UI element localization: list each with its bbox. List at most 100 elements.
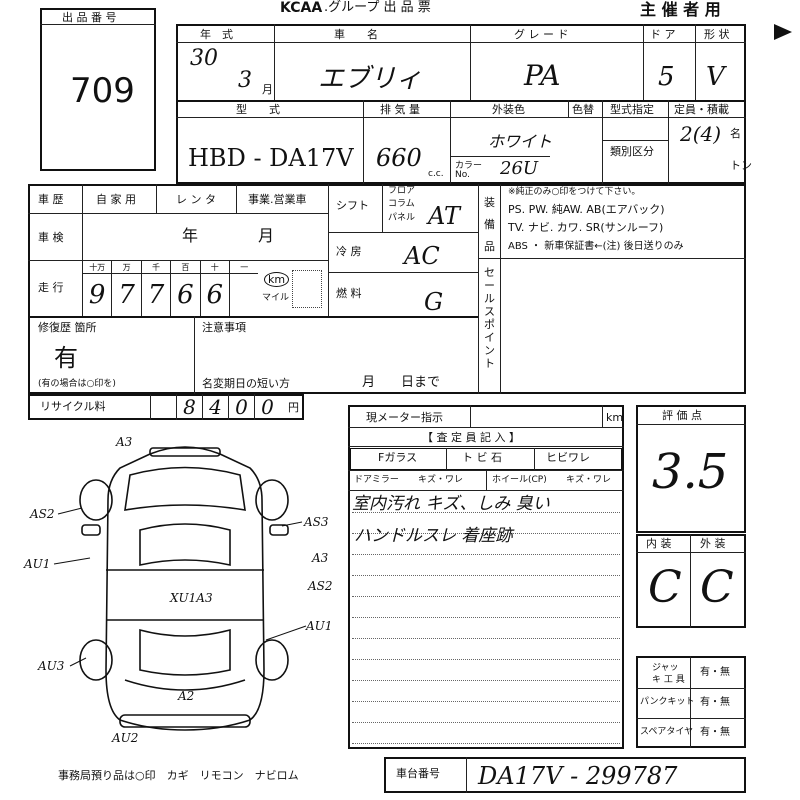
vehicle-info-grid — [176, 24, 746, 184]
brand-logo: KCAA — [280, 0, 323, 16]
equipment-note: ※純正のみ○印をつけて下さい。 — [508, 187, 641, 197]
month-unit: 月 — [262, 83, 273, 96]
mark-rear-left: AU3 — [37, 659, 65, 673]
mark-bottom: AU2 — [111, 731, 138, 745]
mark-right-mid: A3 — [311, 551, 329, 565]
ac-label: 冷 房 — [336, 245, 362, 258]
mile-box — [292, 270, 322, 308]
meter-km-unit: km — [606, 411, 624, 424]
panel-label: パネル — [388, 213, 416, 223]
deadline-label: 月 日まで — [362, 375, 441, 390]
car-name-label: 車 名 — [334, 28, 378, 41]
capacity-label: 定員・積載 — [674, 103, 729, 116]
fuel-label: 燃 料 — [336, 287, 362, 300]
tools-box — [636, 656, 746, 748]
digit-place-label: 百 — [181, 263, 190, 272]
mark-rear: A2 — [177, 689, 194, 703]
column-label: コラム — [388, 199, 415, 209]
ac-value: AC — [404, 242, 440, 270]
jack-value: 有・無 — [700, 667, 730, 678]
digit-place-label: 万 — [122, 263, 131, 272]
digit-place-label: 十 — [210, 263, 219, 272]
mileage-digit: 9 — [88, 280, 106, 310]
model-value: HBD - DA17V — [188, 144, 354, 172]
grade-label: グ レ ー ド — [514, 28, 569, 41]
interior-label: 内 装 — [646, 537, 672, 550]
notes-label: 注意事項 — [202, 321, 246, 334]
puncture-kit-label: パンクキット — [640, 697, 695, 707]
mileage-digit: 6 — [206, 280, 224, 310]
recycle-digit: 4 — [202, 394, 228, 420]
repair-label: 修復歴 箇所 — [38, 321, 97, 334]
displacement-label: 排 気 量 — [380, 103, 420, 116]
chip-label: ト ビ 石 — [462, 451, 502, 464]
category-label: 類別区分 — [610, 145, 654, 158]
fuel-value: G — [424, 288, 444, 316]
mirror-damage: キズ・ワレ — [418, 475, 464, 485]
mile-label: マイル — [262, 293, 290, 303]
recycle-digit: 0 — [228, 394, 254, 420]
sheet-title: .グループ 出 品 票 — [324, 0, 431, 15]
equipment-line1: PS. PW. 純AW. AB(エアバック) — [508, 203, 665, 216]
interior-value: C — [648, 562, 682, 613]
wheel-rear-left — [79, 639, 113, 681]
exterior-color-label: 外装色 — [492, 103, 525, 116]
exterior-color-value: ホワイト — [488, 132, 553, 151]
grade-value: PA — [524, 59, 561, 92]
crack-label: ヒビワレ — [546, 451, 590, 464]
rental-option: レ ン タ — [176, 193, 216, 206]
inspection-month-unit: 月 — [258, 226, 275, 245]
wheel-front-left — [79, 479, 113, 521]
mark-front-left: AS2 — [29, 507, 55, 521]
mileage-digit: 6 — [177, 280, 194, 310]
recycle-digit: 0 — [254, 394, 280, 420]
score-value: 3.5 — [652, 444, 729, 500]
door-value: 5 — [658, 62, 675, 92]
mark-left-mid: AU1 — [23, 557, 50, 571]
damage-marks: A3 AS2 AU1 AS3 A3 AS2 AU1 AU3 XU1A3 AU2 … — [23, 435, 333, 745]
repair-note: (有の場合は○印を) — [38, 379, 116, 389]
lot-label: 出 品 番 号 — [62, 11, 117, 24]
mileage-digit-cell: 一 — [229, 260, 259, 316]
mirror-right — [269, 524, 289, 536]
digit-place-label: 一 — [240, 263, 249, 272]
recycle-label: リサイクル料 — [40, 400, 106, 413]
history-section — [28, 184, 746, 394]
wheel-rear-right — [255, 639, 289, 681]
shift-value: AT — [428, 202, 461, 230]
wheel-label: ホイール(CP) — [492, 475, 547, 485]
digit-place-label: 千 — [151, 263, 160, 272]
mileage-label: 走 行 — [38, 281, 64, 294]
glass-box — [350, 448, 622, 470]
glass-label: Fガラス — [378, 451, 418, 464]
mark-right-top: AS3 — [303, 515, 329, 529]
puncture-kit-value: 有・無 — [700, 697, 730, 708]
capacity-value: 2(4) — [680, 122, 722, 146]
sales-point-label: セールスポイント — [484, 266, 495, 370]
name-change-label: 名変期日の短い方 — [202, 377, 290, 390]
condition-box — [636, 534, 746, 628]
car-damage-diagram: A3 AS2 AU1 AS3 A3 AS2 AU1 AU3 XU1A3 AU2 … — [23, 435, 333, 745]
car-outline — [105, 446, 265, 731]
inspector-box — [348, 405, 624, 749]
month-value: 3 — [238, 68, 252, 93]
shape-label: 形 状 — [704, 28, 730, 41]
recycle-unit: 円 — [288, 401, 299, 414]
chassis-number: DA17V - 299787 — [478, 762, 678, 790]
mirror-label: ドアミラー — [354, 475, 399, 485]
color-no-value: 26U — [500, 158, 539, 179]
floor-label: フロア — [388, 186, 416, 196]
recycle-digit: 8 — [176, 394, 202, 420]
model-label: 型 式 — [236, 103, 280, 116]
color-change-label: 色替 — [572, 103, 594, 116]
cc-unit: c.c. — [428, 169, 444, 179]
type-designation-label: 型式指定 — [610, 103, 654, 116]
lot-number: 709 — [70, 71, 135, 111]
year-label: 年 式 — [200, 28, 233, 41]
private-use-option: 自 家 用 — [96, 193, 136, 206]
mark-top: A3 — [115, 435, 133, 449]
